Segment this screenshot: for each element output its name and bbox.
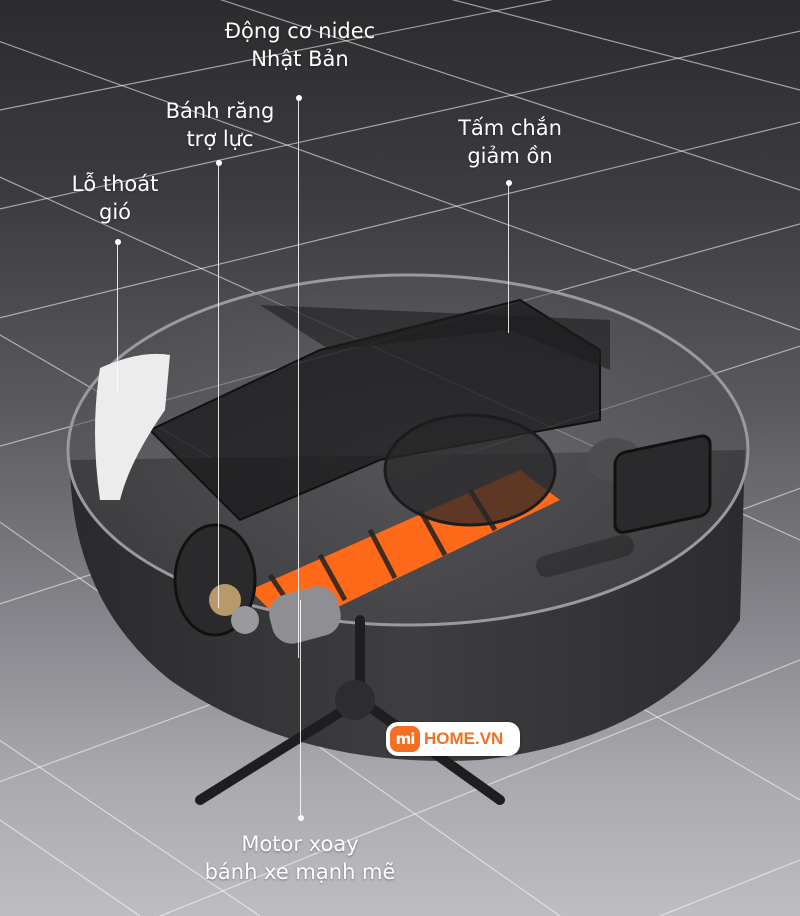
leader-line-motor-nidec <box>298 98 299 658</box>
leader-line-noise-shield <box>508 183 509 333</box>
leader-line-gear <box>218 163 219 608</box>
label-wheel-motor-line1: Motor xoay <box>241 832 359 856</box>
label-air-vent-line1: Lỗ thoát <box>71 172 159 196</box>
label-motor-nidec-line2: Nhật Bản <box>251 47 349 71</box>
label-air-vent-line2: gió <box>98 200 131 224</box>
leader-dot-gear <box>215 160 222 166</box>
label-noise-shield: Tấm chắn giảm ồn <box>440 114 580 170</box>
leader-line-air-vent <box>117 242 118 392</box>
mihome-logo: mi HOME.VN <box>386 722 520 756</box>
label-gear-line2: trợ lực <box>186 127 254 151</box>
label-noise-shield-line1: Tấm chắn <box>458 116 562 140</box>
label-gear: Bánh răng trợ lực <box>150 97 290 153</box>
logo-text: HOME.VN <box>424 729 504 748</box>
label-motor-nidec: Động cơ nidec Nhật Bản <box>210 17 390 73</box>
leader-dot-wheel-motor <box>297 815 304 821</box>
leader-dot-air-vent <box>114 239 121 245</box>
label-gear-line1: Bánh răng <box>165 99 275 123</box>
leader-dot-noise-shield <box>505 180 512 186</box>
label-wheel-motor-line2: bánh xe mạnh mẽ <box>204 860 396 884</box>
label-air-vent: Lỗ thoát gió <box>50 170 180 226</box>
mi-logo-icon: mi <box>390 726 420 752</box>
label-noise-shield-line2: giảm ồn <box>467 144 553 168</box>
leader-dot-motor-nidec <box>295 95 302 101</box>
label-wheel-motor: Motor xoay bánh xe mạnh mẽ <box>200 830 400 886</box>
label-motor-nidec-line1: Động cơ nidec <box>224 19 376 43</box>
leader-line-wheel-motor <box>300 600 301 818</box>
